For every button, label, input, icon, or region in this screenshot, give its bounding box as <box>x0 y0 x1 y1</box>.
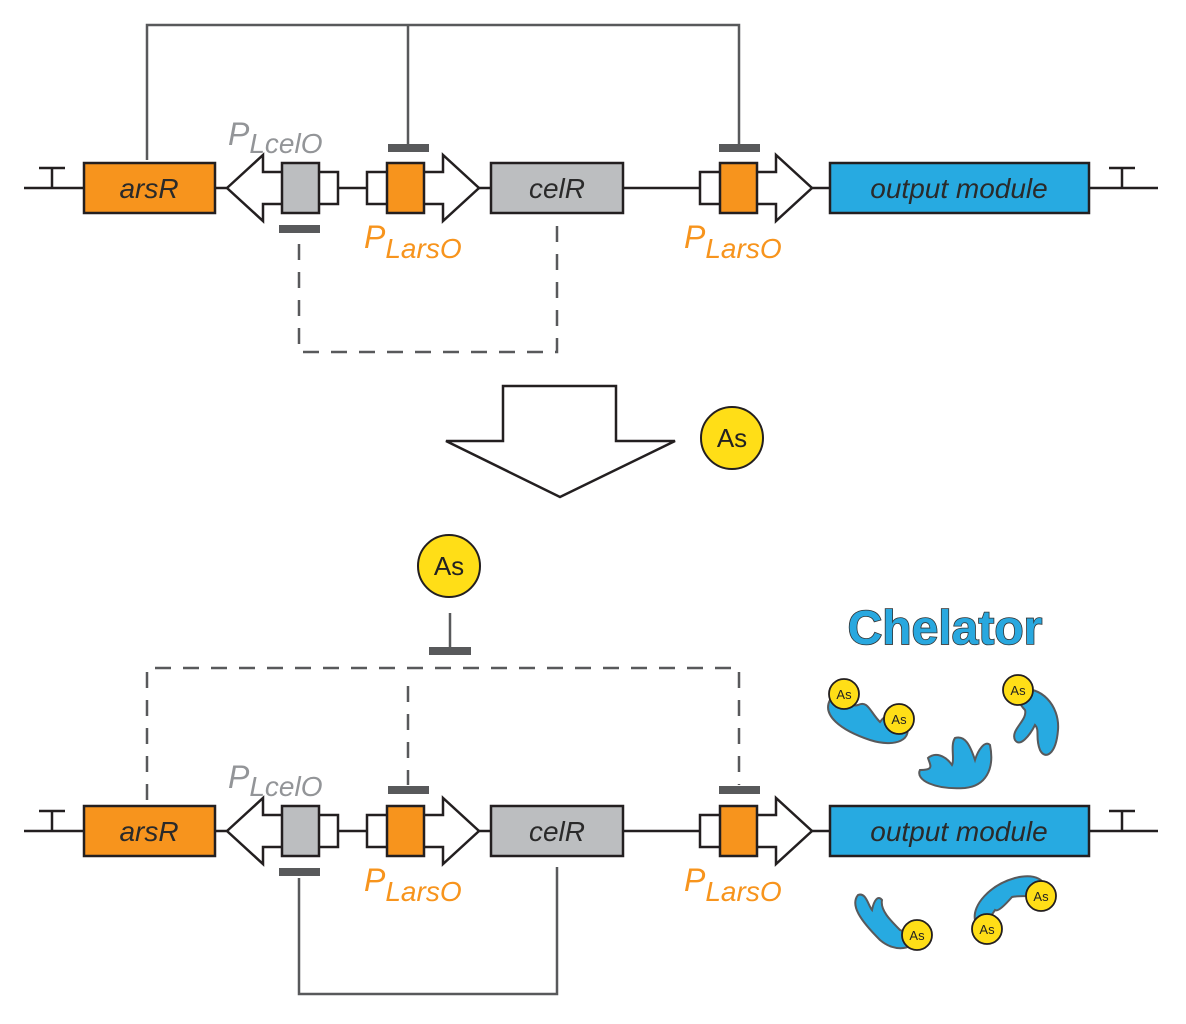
gene-celR-label: celR <box>529 816 585 847</box>
promoter-plarsO-1 <box>365 152 481 224</box>
celR-repression-line <box>297 867 559 996</box>
promoter-pcelO-label: PLcelO <box>228 759 323 802</box>
repression-bar <box>429 647 471 655</box>
gene-output-module <box>828 804 1091 858</box>
gene-arsR <box>82 161 217 215</box>
gene-output-module-label: output module <box>870 173 1047 204</box>
arsR-repression-lines <box>145 666 741 800</box>
gene-output-module-label: output module <box>870 816 1047 847</box>
terminator-left <box>37 809 67 833</box>
repression-bar <box>719 144 760 152</box>
gene-arsR-label: arsR <box>119 816 178 847</box>
promoter-plarsO-2-label: PLarsO <box>684 219 782 264</box>
gene-arsR-label: arsR <box>119 173 178 204</box>
promoter-pcelO <box>225 152 340 224</box>
promoter-pcelO-label: PLcelO <box>228 116 323 159</box>
bottom-circuit: As arsR PLcelO PLarsO c <box>24 534 1158 996</box>
terminator-right <box>1107 809 1137 833</box>
arsenic-label: As <box>717 423 747 453</box>
terminator-left <box>37 166 67 190</box>
repression-bar <box>279 868 320 876</box>
arsR-repression-lines <box>145 23 741 160</box>
gene-arsR <box>82 804 217 858</box>
down-arrow-icon <box>445 384 676 499</box>
arsenic-label: As <box>434 551 464 581</box>
gene-celR <box>489 161 625 215</box>
chelator-protein: As <box>854 893 933 951</box>
arsenic-icon: As <box>417 534 481 598</box>
arsenic-label: As <box>1033 889 1049 904</box>
arsenic-icon: As <box>700 406 764 470</box>
promoter-plarsO-1-label: PLarsO <box>364 219 462 264</box>
arsenic-label: As <box>891 712 907 727</box>
arsenic-label: As <box>1010 683 1026 698</box>
terminator-right <box>1107 166 1137 190</box>
promoter-plarsO-2 <box>698 795 814 867</box>
arsenic-label: As <box>836 687 852 702</box>
arsenic-label: As <box>909 928 925 943</box>
gene-output-module <box>828 161 1091 215</box>
gene-celR <box>489 804 625 858</box>
promoter-pcelO <box>225 795 340 867</box>
promoter-plarsO-2 <box>698 152 814 224</box>
repression-bar <box>719 786 760 794</box>
arsenic-label: As <box>979 922 995 937</box>
gene-celR-label: celR <box>529 173 585 204</box>
celR-repression-line <box>297 226 559 354</box>
chelator-protein: As As <box>971 875 1057 945</box>
chelator-protein: As As <box>827 678 915 745</box>
top-circuit: arsR PLcelO PLarsO celR PLarsO output mo… <box>24 23 1158 354</box>
repression-bar <box>388 786 429 794</box>
chelator-group: Chelator As As As As As <box>827 601 1060 951</box>
repression-bar <box>279 225 320 233</box>
promoter-plarsO-1 <box>365 795 481 867</box>
repression-bar <box>388 144 429 152</box>
chelator-title: Chelator <box>848 602 1043 655</box>
promoter-plarsO-2-label: PLarsO <box>684 862 782 907</box>
promoter-plarsO-1-label: PLarsO <box>364 862 462 907</box>
chelator-protein: As <box>1002 674 1060 756</box>
chelator-protein <box>918 736 993 790</box>
